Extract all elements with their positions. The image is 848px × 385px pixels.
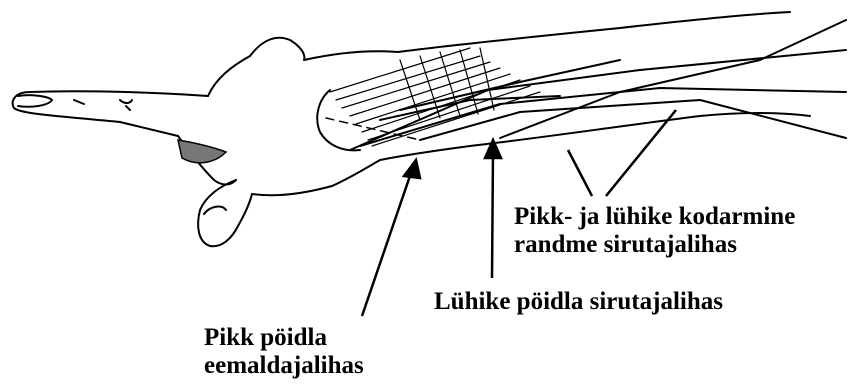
muscle-hatching xyxy=(330,48,540,146)
label-abductor-line1: Pikk pöidla xyxy=(204,324,364,352)
label-extensor-carpi-line2: randme sirutajalihas xyxy=(514,231,795,259)
pointer-abductor-longus xyxy=(362,170,412,316)
thumb-nail xyxy=(204,207,226,214)
label-extensor-pollicis-brevis: Lühike pöidla sirutajalihas xyxy=(434,288,723,316)
thumb-outline xyxy=(198,180,252,246)
pointer-carpi-radialis-a xyxy=(568,150,592,196)
index-finger-outline xyxy=(13,91,208,136)
dashed-guide xyxy=(326,118,420,140)
tendon-3 xyxy=(420,100,846,140)
shaded-nail-patch xyxy=(178,140,226,163)
fingernail-outline xyxy=(18,95,52,107)
forearm-top-edge xyxy=(398,12,790,52)
label-extensor-carpi-radialis: Pikk- ja lühike kodarmine randme sirutaj… xyxy=(514,203,795,259)
thumb-base xyxy=(252,146,470,195)
label-extensor-carpi-line1: Pikk- ja lühike kodarmine xyxy=(514,203,795,231)
arrowhead-abductor xyxy=(404,160,420,178)
hand-dorsum-outline xyxy=(208,38,398,96)
finger-crease-marks xyxy=(74,100,132,110)
label-abductor-pollicis-longus: Pikk pöidla eemaldajalihas xyxy=(204,324,364,380)
label-abductor-line2: eemaldajalihas xyxy=(204,352,364,380)
pointer-extensor-brevis xyxy=(492,152,493,278)
